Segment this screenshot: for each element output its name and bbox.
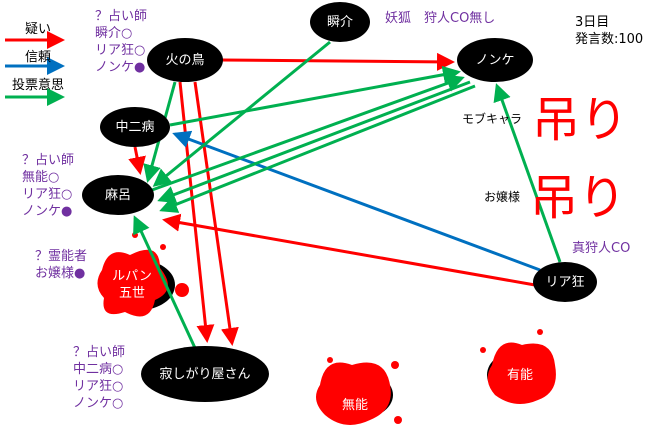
note-sabishigari: ？占い師 中二病○ リア狂○ ノンケ○ xyxy=(73,344,125,412)
arrow-riakyo-suspects-maro xyxy=(162,213,536,287)
hanged-stamp-2: 吊り xyxy=(530,170,627,226)
note-hinotori: ？占い師 瞬介○ リア狂○ ノンケ● xyxy=(95,8,147,76)
note-line: リア狂○ xyxy=(73,379,124,394)
dead-node-yuunou xyxy=(480,329,556,404)
node-chunibyo[interactable]: 中二病 xyxy=(115,119,155,135)
note-riakyo: 真狩人CO xyxy=(572,241,631,256)
hanged-name-2: お嬢様 xyxy=(484,190,521,204)
node-munou[interactable]: 無能 xyxy=(341,397,368,413)
node-shunsuke[interactable]: 瞬介 xyxy=(326,14,353,30)
node-riakyo[interactable]: リア狂 xyxy=(545,274,585,290)
hanged-name-1: モブキャラ xyxy=(462,112,523,126)
dead-node-lupin xyxy=(97,232,189,317)
arrow-riakyo-votes-nonke xyxy=(493,83,562,263)
status: 3日目 発言数:100 xyxy=(575,14,643,48)
legend-label-suspect: 疑い xyxy=(25,22,52,37)
note-line: 瞬介○ xyxy=(95,26,133,41)
speech-count: 発言数:100 xyxy=(575,32,644,47)
node-hinotori[interactable]: 火の鳥 xyxy=(165,52,205,68)
arrow-maro-votes-nonke-1 xyxy=(151,74,465,192)
note-maro: ？占い師 無能○ リア狂○ ノンケ● xyxy=(22,152,74,220)
arrow-nonke-votes-maro-2 xyxy=(159,84,476,213)
node-sabishigari[interactable]: 寂しがり屋さん xyxy=(159,366,251,382)
note-line: 無能○ xyxy=(22,170,60,185)
note-line: ノンケ● xyxy=(22,204,73,219)
node-yuunou[interactable]: 有能 xyxy=(506,367,533,383)
node-maro[interactable]: 麻呂 xyxy=(104,187,131,203)
arrow-sabishigari-votes-maro xyxy=(133,215,197,349)
note-lupin: ？霊能者 お嬢様● xyxy=(35,248,87,282)
node-nonke[interactable]: ノンケ xyxy=(475,52,515,68)
note-line: リア狂○ xyxy=(22,187,73,202)
note-line: ノンケ● xyxy=(95,60,146,75)
note-line: リア狂○ xyxy=(95,43,146,58)
dead-node-munou xyxy=(316,357,402,425)
note-shunsuke: 妖狐 狩人CO無し xyxy=(385,11,496,26)
arrow-hinotori-suspects-sabishigari-1 xyxy=(178,81,215,343)
arrow-hinotori-suspects-nonke xyxy=(221,52,455,71)
note-line: ？占い師 xyxy=(22,153,75,168)
note-line: ？占い師 xyxy=(73,345,126,360)
arrow-chunibyo-votes-nonke xyxy=(169,65,461,127)
note-line: ノンケ○ xyxy=(73,396,124,411)
day-label: 3日目 xyxy=(575,15,610,30)
note-line: ？占い師 xyxy=(95,9,148,24)
arrow-riakyo-trusts-chunibyo xyxy=(172,130,541,272)
legend-label-trust: 信頼 xyxy=(25,50,52,65)
note-line: 中二病○ xyxy=(73,362,124,377)
note-line: ？霊能者 xyxy=(35,249,88,264)
arrow-nonke-votes-maro-1 xyxy=(157,80,471,204)
hanged-stamp-1: 吊り xyxy=(532,92,629,148)
note-line: お嬢様● xyxy=(35,266,86,281)
arrow-shunsuke-votes-maro xyxy=(152,40,331,187)
legend-label-vote: 投票意思 xyxy=(12,78,65,93)
arrow-hinotori-suspects-sabishigari-2 xyxy=(193,81,239,346)
arrow-chunibyo-suspects-maro xyxy=(128,146,146,175)
node-lupin[interactable]: ルパン五世 xyxy=(112,269,152,301)
